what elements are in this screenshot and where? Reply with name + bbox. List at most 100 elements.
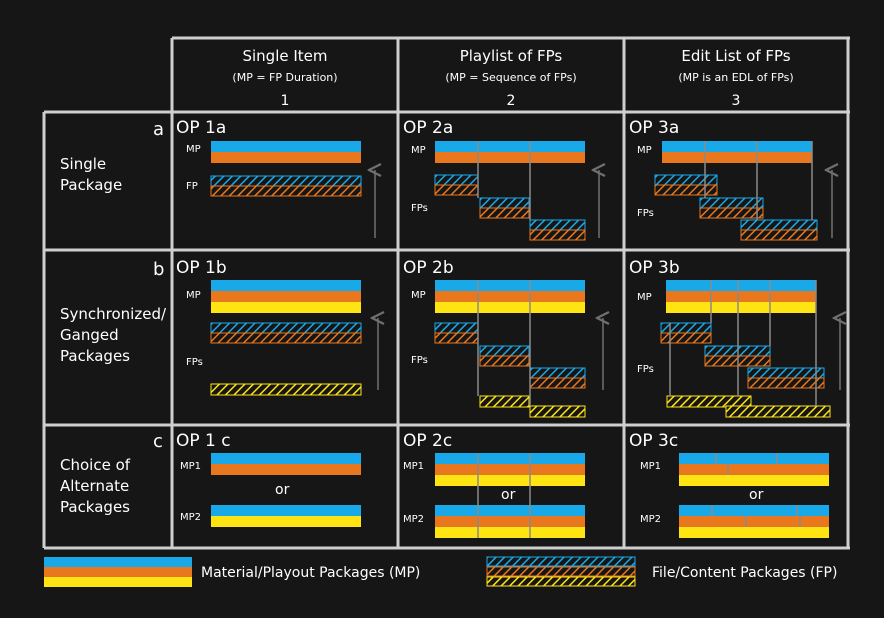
cell-op1b-title: OP 1b bbox=[176, 258, 227, 278]
package-bar bbox=[679, 505, 829, 516]
package-bar bbox=[44, 577, 192, 587]
package-bar bbox=[747, 367, 825, 379]
package-bar bbox=[679, 516, 829, 527]
package-bar bbox=[210, 383, 362, 396]
package-bar bbox=[725, 405, 831, 418]
package-bar bbox=[529, 367, 586, 379]
op2a-mp-label: MP bbox=[411, 145, 426, 156]
package-bar bbox=[529, 405, 586, 418]
package-bar bbox=[679, 475, 829, 486]
package-bar bbox=[435, 527, 585, 538]
row-c-label-line3: Packages bbox=[60, 498, 130, 516]
row-b-label-line3: Packages bbox=[60, 347, 130, 365]
package-bar bbox=[435, 302, 585, 313]
package-bar bbox=[435, 516, 585, 527]
package-bar bbox=[211, 291, 361, 302]
row-c-label-line1: Choice of bbox=[60, 456, 131, 474]
package-bar bbox=[211, 453, 361, 464]
package-bar bbox=[434, 184, 479, 196]
package-bar bbox=[679, 464, 829, 475]
op3c-mp2-label: MP2 bbox=[640, 514, 662, 525]
package-bar bbox=[211, 516, 361, 527]
op2a-fp-label: FPs bbox=[411, 203, 428, 214]
package-bar bbox=[479, 355, 530, 367]
column-header-3-title: Edit List of FPs bbox=[681, 47, 791, 65]
package-bar bbox=[211, 152, 361, 163]
row-a-label-line1: Single bbox=[60, 155, 107, 173]
package-bar bbox=[654, 174, 718, 186]
cell-op2c-title: OP 2c bbox=[403, 431, 453, 451]
column-header-3-number: 3 bbox=[731, 93, 741, 109]
package-bar bbox=[679, 453, 829, 464]
package-bar bbox=[660, 322, 712, 334]
op1b-mp-label: MP bbox=[186, 290, 201, 301]
cell-op1c-title: OP 1 c bbox=[176, 431, 231, 451]
package-bar bbox=[479, 207, 530, 219]
op3a-mp-label: MP bbox=[637, 145, 652, 156]
op1b-fp-label: FPs bbox=[186, 357, 203, 368]
row-b-label-line1: Synchronized/ bbox=[60, 305, 167, 323]
op2c-or-label: or bbox=[501, 487, 516, 503]
op3a-fp-label: FPs bbox=[637, 208, 654, 219]
package-bars bbox=[44, 141, 840, 587]
package-bar bbox=[666, 280, 816, 291]
package-bar bbox=[479, 395, 530, 408]
column-header-2-title: Playlist of FPs bbox=[459, 47, 563, 65]
package-bar bbox=[666, 291, 816, 302]
row-b-letter: b bbox=[153, 259, 165, 280]
op3b-mp-label: MP bbox=[637, 292, 652, 303]
column-header-2-subtitle: (MP = Sequence of FPs) bbox=[445, 71, 577, 84]
package-bar bbox=[747, 377, 825, 389]
op2c-mp2-label: MP2 bbox=[403, 514, 425, 525]
column-header-3-subtitle: (MP is an EDL of FPs) bbox=[678, 71, 794, 84]
op1c-mp2-label: MP2 bbox=[180, 512, 202, 523]
row-a-label-line2: Package bbox=[60, 176, 123, 194]
cell-op2b-title: OP 2b bbox=[403, 258, 454, 278]
package-bar bbox=[210, 322, 362, 334]
cell-op2a-title: OP 2a bbox=[403, 118, 454, 138]
package-bar bbox=[679, 527, 829, 538]
package-bar bbox=[699, 197, 764, 209]
op1c-or-label: or bbox=[275, 482, 290, 498]
op3c-mp1-label: MP1 bbox=[640, 461, 662, 472]
package-bar bbox=[699, 207, 764, 219]
column-header-1-title: Single Item bbox=[242, 47, 328, 65]
package-bar bbox=[44, 567, 192, 577]
package-bar bbox=[211, 505, 361, 516]
package-bar bbox=[211, 464, 361, 475]
op3c-or-label: or bbox=[749, 487, 764, 503]
package-bar bbox=[210, 185, 362, 197]
op2c-mp1-label: MP1 bbox=[403, 461, 425, 472]
row-c-letter: c bbox=[153, 431, 163, 452]
package-bar bbox=[529, 229, 586, 241]
column-header-1-subtitle: (MP = FP Duration) bbox=[232, 71, 338, 84]
op3b-fp-label: FPs bbox=[637, 364, 654, 375]
package-bar bbox=[435, 152, 585, 163]
package-bar bbox=[434, 174, 479, 186]
package-bar bbox=[666, 302, 816, 313]
package-bar bbox=[434, 322, 479, 334]
package-bar bbox=[662, 141, 812, 152]
package-bar bbox=[434, 332, 479, 344]
package-bar bbox=[666, 395, 752, 408]
row-a-letter: a bbox=[153, 119, 165, 140]
package-bar bbox=[486, 566, 636, 577]
package-bar bbox=[479, 345, 530, 357]
package-bar bbox=[740, 229, 818, 241]
package-bar bbox=[529, 219, 586, 231]
row-b-label-line2: Ganged bbox=[60, 326, 119, 344]
package-bar bbox=[486, 556, 636, 567]
package-bar bbox=[435, 475, 585, 486]
package-bar bbox=[435, 505, 585, 516]
op2b-fp-label: FPs bbox=[411, 355, 428, 366]
op1a-mp-label: MP bbox=[186, 144, 201, 155]
package-bar bbox=[435, 464, 585, 475]
package-bar bbox=[660, 332, 712, 344]
row-c-label-line2: Alternate bbox=[60, 477, 130, 495]
cell-op1a-title: OP 1a bbox=[176, 118, 227, 138]
package-bar bbox=[662, 152, 812, 163]
cell-op3b-title: OP 3b bbox=[629, 258, 680, 278]
package-bar bbox=[211, 302, 361, 313]
legend-fp-label: File/Content Packages (FP) bbox=[652, 565, 838, 581]
